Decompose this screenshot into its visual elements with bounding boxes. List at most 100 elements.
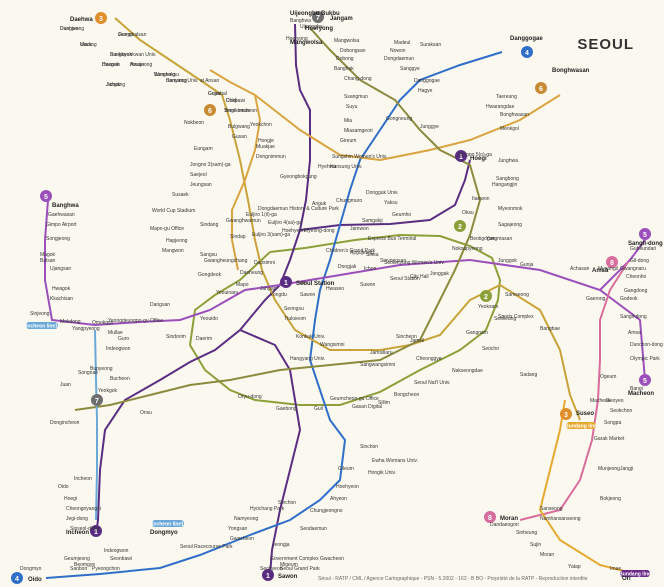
station-label: Garak Market (594, 436, 625, 442)
station-label: City Hall (410, 274, 429, 280)
station-label: Hangyang Univ. (290, 356, 325, 362)
bundang-line (538, 399, 641, 576)
station-label: Onsu (140, 410, 152, 416)
station-label: Macheon (590, 398, 611, 404)
station-label: Gaebong (276, 406, 297, 412)
badge-line-7-left: 7 (91, 394, 103, 406)
station-label: Euljiro 3(sam)-ga (252, 232, 290, 238)
station-label: Government Complex Gwacheon (270, 556, 344, 562)
station-label: Cheonho (626, 274, 647, 280)
station-label: Gimpo Airport (46, 222, 77, 228)
station-label: Yeonsinnae (224, 108, 250, 114)
terminal-banghwa: Banghwa (52, 203, 79, 209)
incheon-line-tag-label: Incheon line1 (26, 324, 58, 330)
station-label: Sinchon (360, 444, 378, 450)
station-label: Dongincheon (50, 420, 80, 426)
station-label: Ichon (364, 266, 376, 272)
station-label: Pyeongchon (92, 566, 120, 572)
station-label: Oido (58, 484, 69, 490)
svg-text:2: 2 (484, 294, 488, 301)
station-label: Dongmyo (20, 566, 42, 572)
svg-text:1: 1 (94, 529, 98, 536)
badge-line-5-right: 5 (639, 228, 651, 240)
station-label: Gaehwasan (48, 212, 75, 218)
station-label: Seocho (482, 346, 499, 352)
station-label: Hwaseo (102, 62, 120, 68)
station-label: Dongguk Univ. (366, 190, 398, 196)
station-label: Yongdu (270, 292, 287, 298)
station-label: Jamsillaru (370, 350, 393, 356)
station-label: Omokgyo (92, 320, 114, 326)
station-label: Sadang (520, 372, 537, 378)
station-label: Bupyeong (90, 366, 113, 372)
station-label: Juan (60, 382, 71, 388)
station-label: Sangbong (496, 176, 519, 182)
station-label: Songnae (78, 370, 98, 376)
station-label: Songpa (604, 420, 621, 426)
station-label: Sports Complex (498, 314, 534, 320)
station-label: Imae (610, 566, 621, 572)
station-label: Yeouinaru (216, 290, 239, 296)
station-label: Jongno 3(sam)-ga (190, 162, 231, 168)
station-label: Chang-dong (344, 76, 372, 82)
svg-text:5: 5 (643, 378, 647, 385)
svg-text:5: 5 (643, 232, 647, 239)
badge-line-4-oido: 4 (11, 572, 23, 584)
station-label: Daeheung (240, 270, 263, 276)
station-label: Mapo-gu Office (150, 226, 184, 232)
station-label: Yeokchon (250, 122, 272, 128)
terminal-suseo: Suseo (576, 411, 594, 417)
badge-line-6-top: 6 (535, 82, 547, 94)
terminal-seoul-station: Seoul Station (296, 281, 335, 287)
station-label: Ori (300, 281, 307, 287)
station-label: Gyeongbokgung (280, 174, 317, 180)
station-label: Bongcheon (394, 392, 420, 398)
badge-line-3-suseo: 3 (560, 408, 572, 420)
station-label: Beomgye (74, 562, 95, 568)
station-label: Bangi (630, 386, 643, 392)
station-label: Susaek (172, 192, 189, 198)
station-label: Yeoksam (478, 304, 498, 310)
station-label: Gwangnaru (620, 266, 646, 272)
station-label: Moran (540, 552, 554, 558)
station-label: Hangangjin (492, 182, 518, 188)
station-label: Jungang (106, 82, 125, 88)
station-label: Gupabal (208, 91, 227, 97)
station-label: Gangdong (624, 288, 648, 294)
station-label: Hoegi (64, 496, 77, 502)
station-label: Mia (344, 118, 352, 124)
line-7 (74, 27, 482, 411)
station-label: Gongdeok (198, 272, 222, 278)
badge-line-7-top: 7 (312, 11, 324, 23)
station-label: Sagajeong (498, 222, 522, 228)
station-label: Yeokgok (98, 388, 117, 394)
station-label: Ogeum (600, 374, 616, 380)
station-label: Seolleung (494, 316, 516, 322)
station-label: Choji (226, 98, 237, 104)
station-label: Sangsu (200, 252, 217, 258)
station-label: Sanbon (70, 566, 87, 572)
station-label: Banghak (334, 66, 354, 72)
station-label: Jonggak (430, 271, 449, 277)
station-label: Uiwang (80, 42, 97, 48)
station-label: Jegi-dong (66, 516, 88, 522)
terminal-amsa: Amsa (592, 268, 609, 274)
station-label: Sincheon (396, 334, 417, 340)
terminal-jangam: Jangam (330, 16, 353, 22)
station-label: Konkuk Univ. (296, 334, 325, 340)
badge-line-1-seoul: 1 (280, 276, 292, 288)
station-label: Amsa (628, 330, 641, 336)
station-label: Dobong (336, 56, 354, 62)
station-label: Jangji (620, 466, 633, 472)
station-label: Hagye (418, 88, 433, 94)
terminal-oido: Oido (28, 577, 42, 583)
station-label: Gaerong (586, 296, 606, 302)
incheon-line-tag: Incheon line1 (26, 322, 58, 330)
station-label: Muakjae (256, 144, 275, 150)
station-label: Seohyeon (260, 566, 283, 572)
station-label: Geumcheon-gu Office (330, 396, 379, 402)
badge-line-1-hoegi: 1 (455, 150, 467, 162)
station-label: Sinchon (278, 500, 296, 506)
